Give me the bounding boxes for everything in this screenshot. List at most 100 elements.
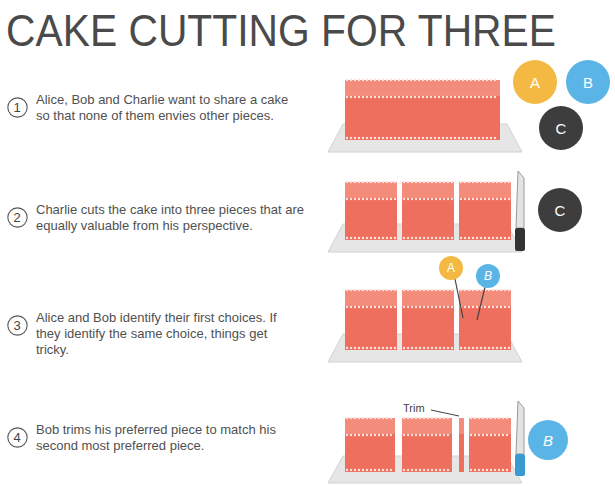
callout-number: 2 [13, 210, 20, 225]
player-letter: B [583, 74, 593, 91]
knife [515, 171, 525, 251]
frosting [347, 306, 396, 308]
frosting [404, 434, 451, 436]
circle-shape [538, 188, 582, 232]
knife-blade [516, 401, 524, 454]
player-letter: C [556, 120, 567, 137]
player-letter: A [530, 74, 540, 91]
cake-piece [345, 290, 397, 350]
frosting [347, 96, 499, 98]
cake-piece [345, 182, 397, 240]
circle-shape [513, 60, 557, 104]
step-text: Alice and Bob identify their first choic… [36, 310, 294, 358]
frosting [471, 434, 510, 436]
frosting [347, 181, 396, 183]
frosting [404, 237, 453, 239]
cake-side [459, 306, 511, 350]
player-badge: C [539, 106, 583, 150]
cake-side [345, 198, 397, 240]
choice-flag: B [476, 264, 500, 288]
cake-top [402, 182, 454, 198]
cake-side [345, 96, 500, 140]
cake-piece [469, 418, 511, 472]
cake-side [459, 434, 464, 472]
step-text: Alice, Bob and Charlie want to share a c… [36, 92, 304, 124]
cake-piece [345, 80, 500, 140]
cake-piece [402, 182, 454, 240]
frosting [347, 469, 394, 471]
step-number: 1 [7, 97, 28, 118]
cake-top [459, 290, 511, 306]
cake-side [459, 198, 511, 240]
frosting [404, 469, 451, 471]
cake-side [469, 434, 511, 472]
frosting [347, 198, 396, 200]
cake-piece [459, 290, 511, 350]
circle-shape [539, 106, 583, 150]
frosting [461, 347, 510, 349]
knife-handle [515, 454, 525, 476]
player-letter: A [447, 261, 455, 275]
frosting [347, 434, 394, 436]
frosting [471, 469, 510, 471]
circle-shape [566, 60, 610, 104]
player-badge: C [538, 188, 582, 232]
cake-top [402, 418, 452, 434]
step-text: Bob trims his preferred piece to match h… [36, 422, 278, 454]
player-letter: B [484, 269, 492, 283]
trim-label: Trim [403, 400, 425, 416]
frosting [471, 417, 510, 419]
player-letter: B [543, 432, 553, 449]
cake-top [345, 182, 397, 198]
flag-stick [477, 287, 485, 320]
player-badge: B [528, 420, 568, 460]
callout-number: 3 [13, 318, 20, 333]
trimmed-slice [459, 418, 464, 472]
knife [515, 401, 525, 476]
cake-top [345, 80, 500, 96]
cake-piece [402, 418, 452, 472]
frosting [347, 347, 396, 349]
step-number: 3 [7, 315, 28, 336]
cake-top [345, 418, 395, 434]
frosting [347, 237, 396, 239]
flag-stick [455, 279, 463, 318]
frosting [347, 137, 499, 139]
circle-shape [476, 264, 500, 288]
callout-number: 4 [13, 430, 20, 445]
cake-top [469, 418, 511, 434]
cake-side [402, 434, 452, 472]
circle-shape [528, 420, 568, 460]
cake-side [345, 306, 397, 350]
knife-blade [516, 171, 524, 228]
cake-piece [345, 418, 395, 472]
cake-piece [402, 290, 454, 350]
title: CAKE CUTTING FOR THREE [6, 6, 556, 56]
circle-shape [7, 427, 26, 446]
leader-line [431, 410, 459, 416]
knife-handle [515, 228, 525, 251]
circle-shape [7, 97, 26, 116]
step-number: 4 [7, 427, 28, 448]
frosting [404, 198, 453, 200]
cake-side [402, 306, 454, 350]
frosting [347, 289, 396, 291]
frosting [461, 181, 510, 183]
player-badge: A [513, 60, 557, 104]
choice-flag: A [439, 256, 463, 280]
cake-side [345, 434, 395, 472]
circle-shape [7, 207, 26, 226]
player-letter: C [555, 202, 566, 219]
circle-shape [439, 256, 463, 280]
cake-top [459, 182, 511, 198]
cake-top [402, 290, 454, 306]
callout-number: 1 [13, 100, 20, 115]
frosting [404, 289, 453, 291]
frosting [461, 306, 510, 308]
frosting [404, 181, 453, 183]
frosting [347, 79, 499, 81]
cake-piece [459, 182, 511, 240]
step-number: 2 [7, 207, 28, 228]
player-badge: B [566, 60, 610, 104]
